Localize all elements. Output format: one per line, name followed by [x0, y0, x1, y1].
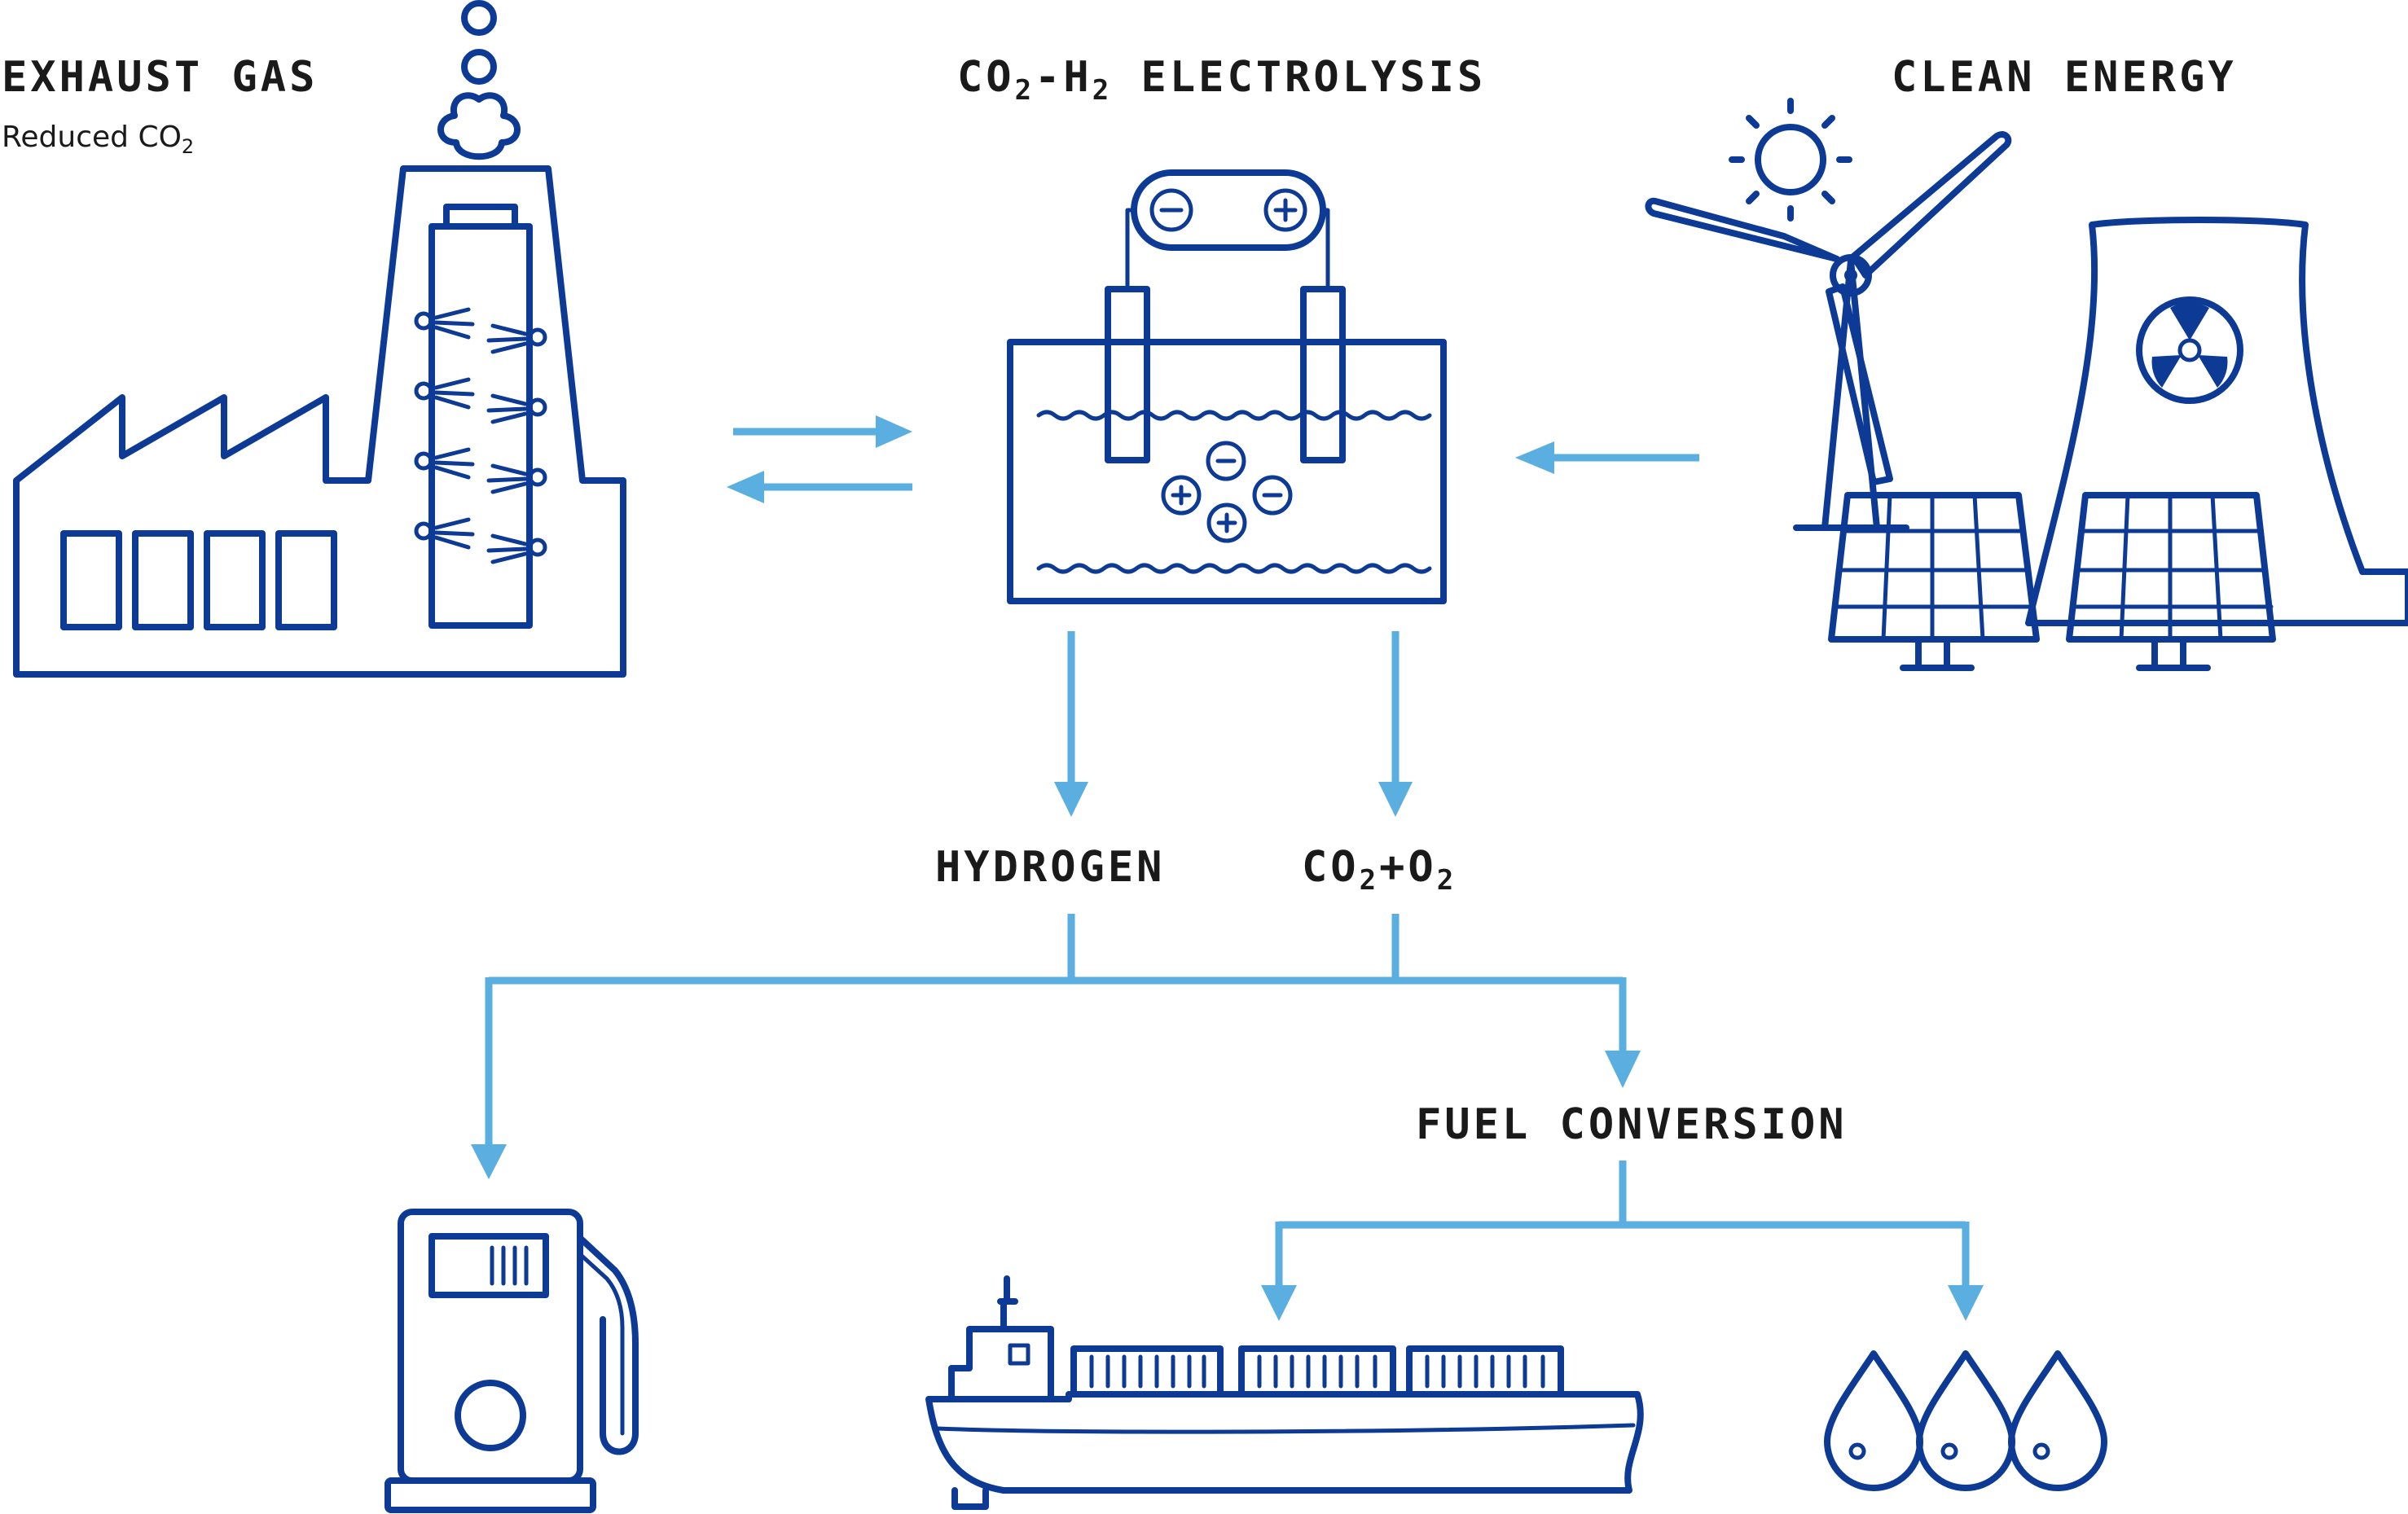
nuclear-cooling-tower-icon — [2025, 217, 2408, 626]
distribution-lines — [485, 914, 1627, 1144]
fuel-drops-icon — [1824, 1350, 2107, 1491]
wind-turbine-icon — [1645, 131, 2012, 531]
clean-energy-label: CLEAN ENERGY — [1892, 53, 2237, 102]
arrow-to-co2-o2 — [1378, 631, 1413, 817]
arrow-from-clean-energy — [1515, 441, 1699, 474]
solar-panel-icon — [1828, 492, 2276, 671]
flow-arrows — [471, 415, 1984, 1321]
sun-icon — [1729, 98, 1852, 222]
arrow-to-fuel-pump — [471, 1144, 507, 1179]
fuel-conversion-split-lines — [1275, 1161, 1970, 1285]
hydrogen-label: HYDROGEN — [935, 843, 1165, 892]
arrow-to-fuel-conversion — [1605, 1051, 1641, 1088]
co2-o2-label: CO2+O2 — [1302, 843, 1457, 897]
container-ship-icon — [925, 1275, 1644, 1510]
electrolysis-label: CO2-H2 ELECTROLYSIS — [957, 53, 1486, 107]
electrolysis-cell-icon — [1007, 169, 1447, 604]
exhaust-gas-label: EXHAUST GAS — [2, 53, 318, 102]
arrow-to-electrolysis — [733, 415, 912, 448]
factory-icon — [13, 0, 626, 678]
fuel-conversion-label: FUEL CONVERSION — [1416, 1100, 1848, 1149]
fuel-pump-icon — [384, 1209, 639, 1513]
arrow-to-fuel-drops — [1948, 1285, 1984, 1321]
arrow-to-hydrogen — [1054, 631, 1088, 817]
arrow-to-factory — [727, 471, 912, 503]
reduced-co2-label: Reduced CO2 — [2, 121, 194, 158]
arrow-to-ship — [1261, 1285, 1297, 1321]
